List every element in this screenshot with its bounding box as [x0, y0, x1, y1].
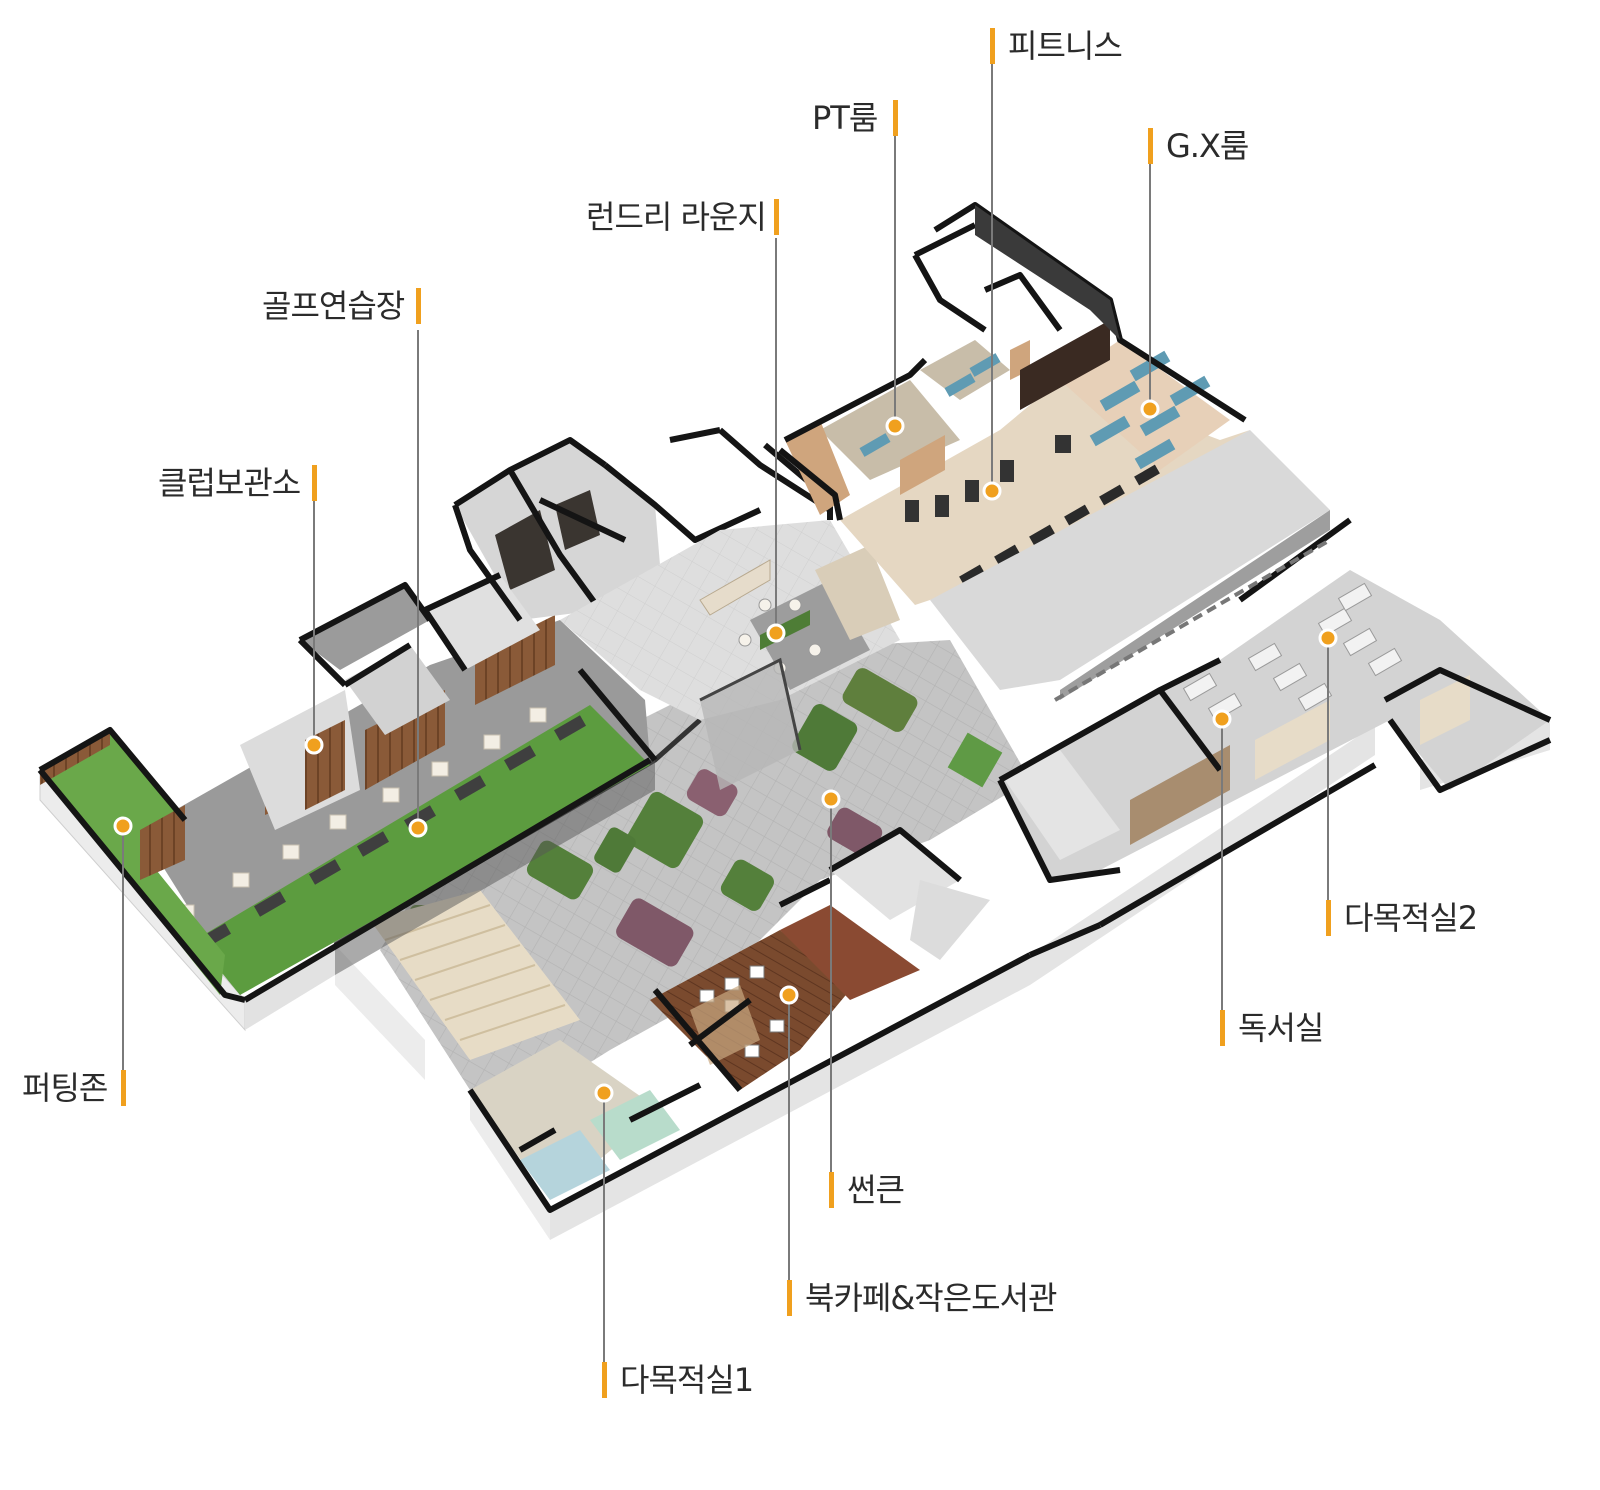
bottom-wing — [467, 762, 1377, 1213]
label-book-cafe: 북카페&작은도서관 — [805, 1279, 1057, 1317]
tick-golf-range — [416, 288, 421, 324]
marker-gx-room — [1140, 399, 1160, 419]
label-multipurpose-2: 다목적실2 — [1344, 899, 1478, 937]
label-laundry-lounge: 런드리 라운지 — [586, 198, 767, 236]
label-club-storage: 클럽보관소 — [158, 464, 301, 502]
marker-reading-room — [1212, 709, 1232, 729]
label-putting-zone: 퍼팅존 — [22, 1069, 108, 1107]
tick-laundry-lounge — [774, 199, 779, 235]
marker-sunken — [821, 789, 841, 809]
sunken-courtyard — [333, 640, 1030, 1100]
right-wing — [997, 517, 1552, 883]
label-reading-room: 독서실 — [1238, 1009, 1324, 1047]
restroom-block — [422, 437, 762, 672]
tick-putting-zone — [121, 1070, 126, 1106]
marker-fitness — [982, 481, 1002, 501]
label-golf-range: 골프연습장 — [262, 287, 405, 325]
label-ticks — [121, 28, 1331, 1398]
marker-book-cafe — [779, 985, 799, 1005]
marker-putting-zone — [113, 816, 133, 836]
tick-book-cafe — [787, 1280, 792, 1316]
tick-pt-room — [893, 100, 898, 136]
leader-lines — [122, 60, 1329, 1380]
marker-club-storage — [304, 735, 324, 755]
label-gx-room: G.X룸 — [1166, 127, 1249, 165]
marker-multipurpose-2 — [1318, 628, 1338, 648]
location-markers — [113, 399, 1338, 1103]
tick-reading-room — [1220, 1010, 1225, 1046]
marker-laundry-lounge — [766, 623, 786, 643]
treadmills — [959, 464, 1160, 586]
tick-gx-room — [1148, 128, 1153, 164]
gx-yoga-mats — [1089, 350, 1211, 470]
planter-beds — [410, 668, 1003, 967]
marker-pt-room — [885, 416, 905, 436]
tick-club-storage — [312, 465, 317, 501]
tick-sunken — [829, 1172, 834, 1208]
tick-multipurpose-1 — [602, 1362, 607, 1398]
fitness-wing — [778, 202, 1330, 700]
label-sunken: 썬큰 — [847, 1171, 905, 1209]
golf-wing — [37, 582, 658, 1003]
label-fitness: 피트니스 — [1008, 27, 1123, 65]
tick-multipurpose-2 — [1326, 900, 1331, 936]
marker-multipurpose-1 — [594, 1083, 614, 1103]
label-pt-room: PT룸 — [812, 99, 878, 137]
main-lobby — [560, 427, 900, 790]
marker-golf-range — [408, 818, 428, 838]
label-multipurpose-1: 다목적실1 — [620, 1361, 754, 1399]
tick-fitness — [990, 28, 995, 64]
